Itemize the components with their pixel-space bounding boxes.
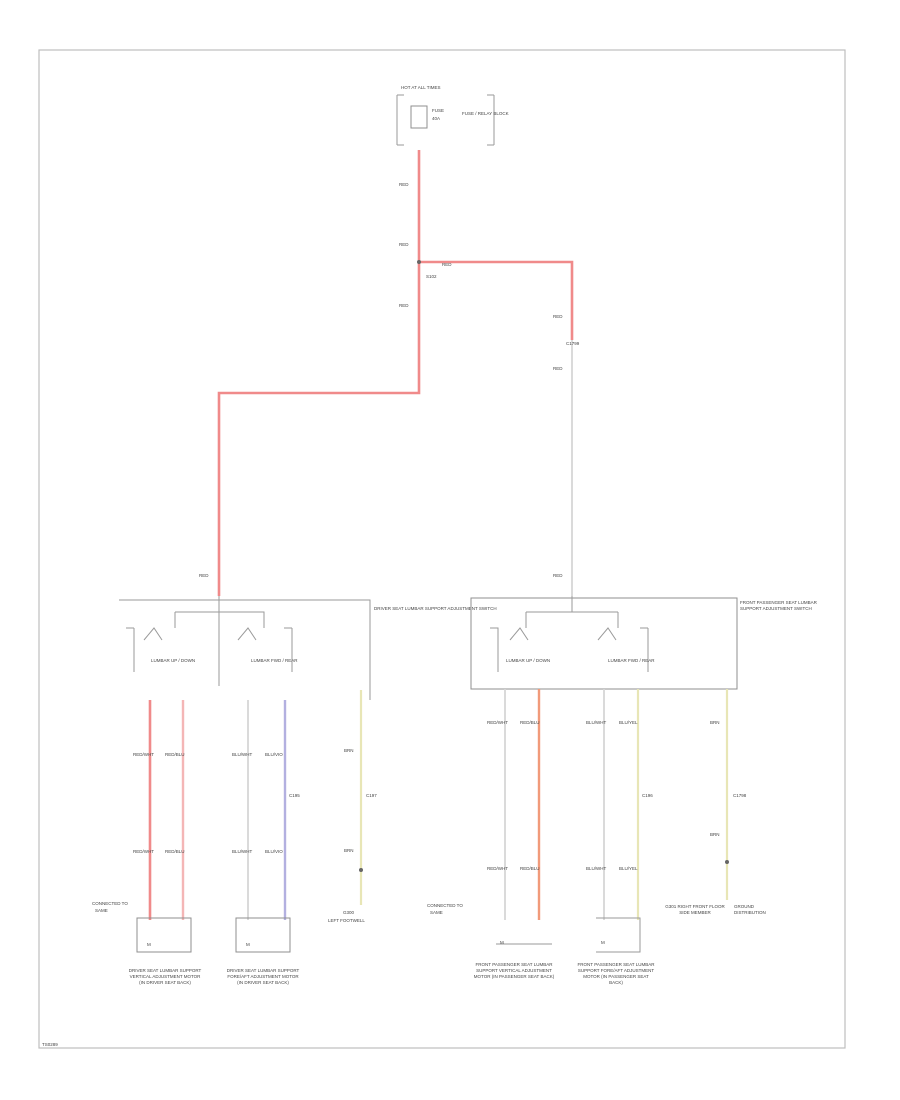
wire-label-left-mid: RED	[199, 573, 209, 578]
motor-1-label-wrap: DRIVER SEAT LUMBAR SUPPORT VERTICAL ADJU…	[128, 968, 202, 985]
driver-section-right: LUMBAR FWD / REAR	[251, 658, 298, 663]
motor-3-label-wrap: FRONT PASSENGER SEAT LUMBAR SUPPORT VERT…	[473, 962, 555, 979]
driver-ground-wire-2: BRN	[344, 848, 354, 853]
diagram-frame	[38, 49, 846, 1049]
motor-2-symbol: M	[246, 942, 250, 947]
driver-ground-wire: BRN	[344, 748, 354, 753]
splice-point	[417, 260, 421, 264]
right-motor-note-2: SAME	[430, 910, 443, 915]
junction-label: S102	[426, 274, 437, 279]
motor-2-box	[235, 917, 291, 953]
fuse-symbol	[410, 105, 428, 129]
passenger-wire-c-label-low: BLU/WHT	[586, 866, 607, 871]
wire-label-right-2: RED	[553, 366, 563, 371]
driver-wire-a-label-low: RED/WHT	[133, 849, 154, 854]
driver-wire-c-label: BLU/WHT	[232, 752, 253, 757]
wire-main-feed	[217, 150, 421, 596]
passenger-wire-c-label: BLU/WHT	[586, 720, 607, 725]
motor-4-label: FRONT PASSENGER SEAT LUMBAR SUPPORT FORE…	[577, 962, 655, 985]
passenger-switch-name: FRONT PASSENGER SEAT LUMBAR SUPPORT ADJU…	[740, 600, 817, 611]
fuse-label: FUSE	[432, 108, 444, 113]
fuse-block-name: FUSE / RELAY BLOCK	[462, 111, 509, 116]
passenger-section-right: LUMBAR FWD / REAR	[608, 658, 655, 663]
motor-3-label: FRONT PASSENGER SEAT LUMBAR SUPPORT VERT…	[473, 962, 555, 979]
driver-connector-label: C195	[289, 793, 300, 798]
motor-1-label: DRIVER SEAT LUMBAR SUPPORT VERTICAL ADJU…	[128, 968, 202, 985]
driver-ground-connector: C197	[366, 793, 377, 798]
passenger-seat-switch: LUMBAR UP / DOWN LUMBAR FWD / REAR FRONT…	[470, 596, 817, 690]
wire-label-right-1: RED	[553, 314, 563, 319]
fuse-block: HOT AT ALL TIMES FUSE 40A FUSE / RELAY B…	[396, 85, 509, 146]
driver-wire-a-label: RED/WHT	[133, 752, 154, 757]
motor-2-label-wrap: DRIVER SEAT LUMBAR SUPPORT FORE/AFT ADJU…	[226, 968, 300, 985]
driver-wire-c-label-low: BLU/WHT	[232, 849, 253, 854]
motor-4-label-wrap: FRONT PASSENGER SEAT LUMBAR SUPPORT FORE…	[577, 962, 655, 985]
passenger-ground-wire-2: BRN	[710, 832, 720, 837]
passenger-ground-point	[725, 860, 729, 864]
driver-ground-desc: LEFT FOOTWELL	[328, 918, 365, 923]
driver-ground-name: G300	[343, 910, 355, 915]
driver-wire-b-label: RED/BLU	[165, 752, 185, 757]
passenger-wire-d-label: BLU/YEL	[619, 720, 638, 725]
motor-3-symbol: M	[500, 940, 504, 945]
ground-right-label-wrap: G301 RIGHT FRONT FLOOR SIDE MEMBER	[665, 904, 725, 915]
driver-wire-b-label-low: RED/BLU	[165, 849, 185, 854]
fuse-block-header: HOT AT ALL TIMES	[401, 85, 441, 90]
motor-4-outline	[596, 917, 641, 953]
wire-label-top-2: RED	[399, 242, 409, 247]
fuse-rating: 40A	[432, 116, 440, 121]
passenger-ground-connector: C1798	[733, 793, 747, 798]
ground-right-desc-wrap: GROUND DISTRIBUTION	[734, 904, 766, 915]
driver-seat-switch: LUMBAR UP / DOWN LUMBAR FWD / REAR DRIVE…	[119, 596, 497, 700]
motor-1-box	[136, 917, 192, 953]
driver-switch-name: DRIVER SEAT LUMBAR SUPPORT ADJUSTMENT SW…	[374, 606, 497, 611]
driver-section-left: LUMBAR UP / DOWN	[151, 658, 195, 663]
diagram-code: TS0289	[42, 1042, 58, 1047]
driver-ground-point	[359, 868, 363, 872]
left-motor-note-2: SAME	[95, 908, 108, 913]
ground-right-label: G301 RIGHT FRONT FLOOR SIDE MEMBER	[665, 904, 725, 915]
motor-2-label: DRIVER SEAT LUMBAR SUPPORT FORE/AFT ADJU…	[226, 968, 300, 985]
passenger-ground-wire: BRN	[710, 720, 720, 725]
motor-1-symbol: M	[147, 942, 151, 947]
passenger-wire-a-label: RED/WHT	[487, 720, 508, 725]
passenger-wire-b-label-low: RED/BLU	[520, 866, 540, 871]
left-motor-note: CONNECTED TO	[92, 901, 128, 906]
wire-label-right-mid: RED	[553, 573, 563, 578]
passenger-switch-name-wrap: FRONT PASSENGER SEAT LUMBAR SUPPORT ADJU…	[740, 600, 817, 611]
wire-label-top-3: RED	[399, 303, 409, 308]
wire-label-top-4: RED	[442, 262, 452, 267]
wire-label-top-1: RED	[399, 182, 409, 187]
wire-label-right-connector: C1799	[566, 341, 580, 346]
passenger-wire-d-label-low: BLU/YEL	[619, 866, 638, 871]
right-motor-note: CONNECTED TO	[427, 903, 463, 908]
motor-4-symbol: M	[601, 940, 605, 945]
wire-branch-right	[419, 260, 574, 340]
ground-right-desc: GROUND DISTRIBUTION	[734, 904, 766, 915]
passenger-connector-label: C196	[642, 793, 653, 798]
passenger-wire-a-label-low: RED/WHT	[487, 866, 508, 871]
driver-wire-d-label: BLU/VIO	[265, 752, 283, 757]
passenger-wire-b-label: RED/BLU	[520, 720, 540, 725]
passenger-section-left: LUMBAR UP / DOWN	[506, 658, 550, 663]
driver-wire-d-label-low: BLU/VIO	[265, 849, 283, 854]
